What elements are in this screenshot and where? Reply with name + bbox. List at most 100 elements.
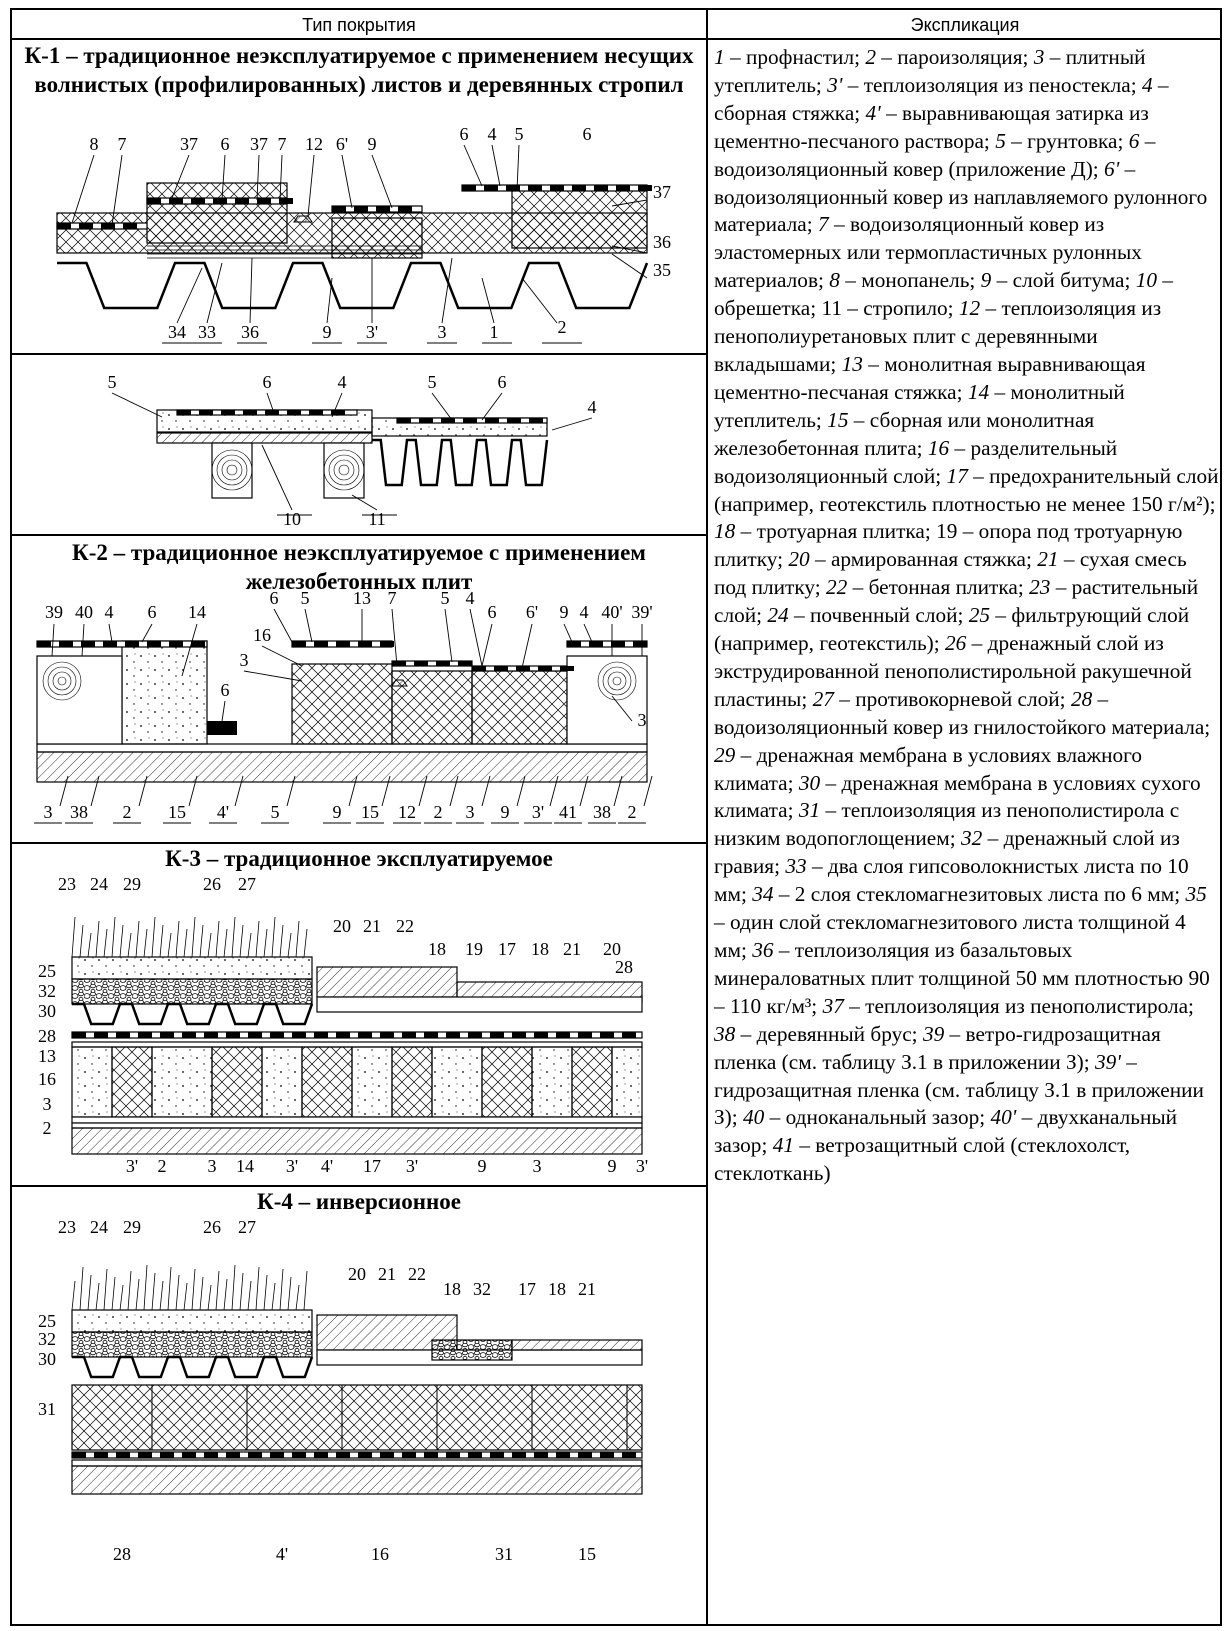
- waterproofing-dash: [512, 1032, 526, 1038]
- explication-item-text: – теплоизоляция из пенополистирола с низ…: [714, 798, 1180, 851]
- waterproofing-dash: [182, 1452, 196, 1458]
- waterproofing-dash: [462, 185, 476, 191]
- callout-number: 24: [90, 874, 108, 894]
- callout-number: 16: [38, 1069, 56, 1089]
- waterproofing-dash: [446, 1032, 460, 1038]
- insulation-layer: [261, 1046, 303, 1118]
- callout-number: 39': [631, 602, 652, 622]
- drawing-line: [643, 775, 653, 807]
- screed-layer: [71, 1116, 643, 1124]
- callout-number: 31: [495, 1544, 513, 1564]
- drawing-line: [481, 623, 493, 667]
- reinforced-concrete-slab: [36, 751, 648, 783]
- explication-item-text: – теплоизоляция из пеностекла;: [842, 72, 1142, 97]
- callout-number: 3: [43, 1094, 52, 1114]
- waterproofing-dash: [358, 641, 372, 647]
- callout-number: 5: [441, 588, 450, 608]
- explication-item-number: 3': [827, 72, 843, 97]
- k2-title: К-2 – традиционное неэксплуатируемое с п…: [72, 540, 646, 594]
- callout-number: 2: [628, 802, 637, 822]
- explication-item-number: 37: [822, 993, 844, 1018]
- explication-item: 25 – фильтрующий слой (например, геотекс…: [714, 603, 1189, 655]
- explication-item-text: – дренажный слой из экструдированной пен…: [714, 631, 1192, 711]
- drawing-line: [221, 700, 226, 722]
- callout-number: 34: [168, 322, 186, 342]
- explication-item-text: – монопанель;: [839, 268, 981, 293]
- explication-item: 29 – дренажная мембрана в условиях влажн…: [714, 743, 1142, 795]
- callout-number: 4: [466, 588, 475, 608]
- waterproofing-dash: [380, 1452, 394, 1458]
- callout-number: 15: [361, 802, 379, 822]
- waterproofing-dash: [226, 1452, 240, 1458]
- waterproofing-dash: [616, 185, 630, 191]
- explication-item: 33 – два слоя гипсоволокнистых листа по …: [714, 854, 1189, 906]
- drawing-line: [176, 267, 203, 324]
- drawing-line: [51, 623, 55, 657]
- waterproofing-dash: [147, 198, 161, 204]
- waterproofing-dash: [354, 206, 368, 212]
- callout-number: 17: [363, 1156, 381, 1176]
- waterproofing-dash: [79, 223, 93, 229]
- explication-item-number: 4': [865, 100, 881, 125]
- explication-item-text: – тротуарная плитка; 19 – опора под трот…: [714, 519, 1183, 572]
- explication-item-text: – монолитная выравнивающая цементно-песч…: [714, 351, 1146, 404]
- waterproofing-dash: [550, 185, 564, 191]
- drawing-line: [449, 775, 459, 807]
- row-divider-k2: [12, 534, 706, 536]
- explication-item-text: – армированная стяжка;: [809, 547, 1038, 572]
- profiled-sheet: [72, 1002, 314, 1026]
- explication-item: 28 – водоизоляционный ковер из гнилостой…: [714, 687, 1210, 739]
- callout-number: 18: [428, 939, 446, 959]
- waterproofing-dash: [633, 641, 647, 647]
- explication-item-text: – ветро-гидрозащитная пленка (см. таблиц…: [714, 1021, 1161, 1074]
- waterproofing-dash: [72, 1452, 86, 1458]
- insulation-layer: [431, 1046, 483, 1118]
- callout-number: 19: [465, 939, 483, 959]
- insulation-layer: [211, 1046, 263, 1118]
- explication-item-text: – дренажный слой из гравия;: [714, 826, 1180, 879]
- drawing-line: [348, 775, 358, 807]
- drawing-line: [307, 154, 315, 217]
- callout-number: 4: [588, 397, 597, 417]
- explication-item: 3' – теплоизоляция из пеностекла;: [827, 73, 1142, 97]
- k4-title: К-4 – инверсионное: [257, 1189, 461, 1214]
- callout-number: 12: [305, 134, 323, 154]
- explication-item-text: – теплоизоляция из пенополистирола;: [843, 993, 1194, 1018]
- callout-number: 22: [408, 1264, 426, 1284]
- explication-item: 24 – почвенный слой;: [767, 603, 968, 627]
- waterproofing-dash: [600, 1452, 614, 1458]
- callout-number: 6': [336, 134, 348, 154]
- callout-number: 18: [531, 939, 549, 959]
- drawing-line: [516, 775, 526, 807]
- callout-number: 21: [563, 939, 581, 959]
- insulation-layer: [291, 663, 393, 745]
- callout-number: 30: [38, 1001, 56, 1021]
- explication-item-text: – пароизоляция;: [875, 45, 1034, 69]
- callout-number: 9: [501, 802, 510, 822]
- waterproofing-dash: [279, 198, 293, 204]
- callout-number: 3: [533, 1156, 542, 1176]
- callout-number: 3': [286, 1156, 298, 1176]
- explication-item-number: 40: [743, 1105, 765, 1130]
- callout-number: 5: [301, 588, 310, 608]
- callout-number: 20: [333, 916, 351, 936]
- explication-item-number: 1: [714, 45, 725, 69]
- waterproofing-dash: [213, 198, 227, 204]
- waterproofing-dash: [402, 1452, 416, 1458]
- callout-number: 11: [368, 509, 385, 529]
- explication-item: 7 – водоизоляционный ковер из эластомерн…: [714, 212, 1142, 292]
- waterproofing-dash: [622, 1032, 636, 1038]
- callout-number: 17: [518, 1279, 536, 1299]
- callout-number: 37: [250, 134, 268, 154]
- concrete-tile: [316, 966, 458, 998]
- waterproofing-dash: [248, 1032, 262, 1038]
- waterproofing-dash: [507, 418, 521, 423]
- callout-number: 21: [378, 1264, 396, 1284]
- explication-item-number: 5: [995, 128, 1006, 153]
- explication-item: 40 – одноканальный зазор;: [743, 1105, 990, 1129]
- explication-item-number: 16: [927, 435, 950, 460]
- explication-item: 15 – сборная или монолитная железобетонн…: [714, 408, 1094, 460]
- waterproofing-dash: [414, 661, 428, 666]
- callout-number: 29: [123, 1217, 141, 1237]
- drawing-line: [141, 623, 153, 643]
